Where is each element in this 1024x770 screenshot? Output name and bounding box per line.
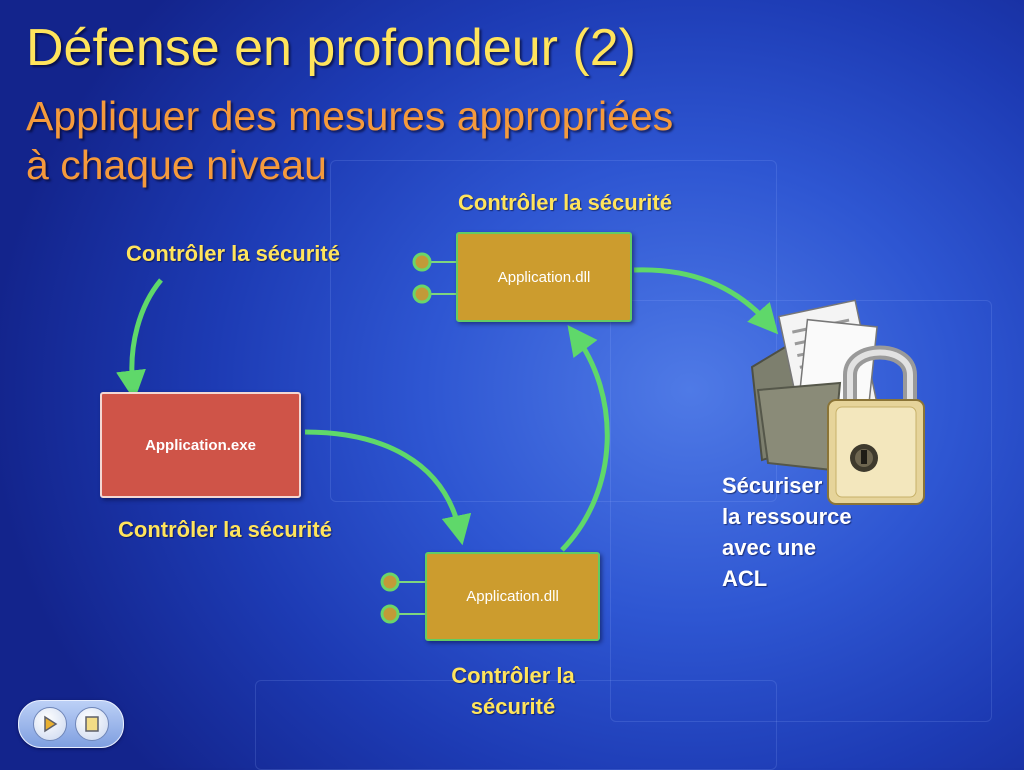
application-dll-top-node: Application.dll	[456, 232, 632, 322]
dll-top-ports	[412, 252, 456, 304]
slide-button[interactable]	[75, 707, 109, 741]
slideshow-navigation	[18, 700, 124, 748]
label-check-middle-left: Contrôler la sécurité	[118, 517, 332, 542]
dll-bottom-ports	[380, 572, 425, 624]
arrow-exe-to-dll-bottom	[304, 429, 472, 546]
resource-line-2: la ressource	[722, 504, 852, 529]
slide-icon	[85, 716, 99, 732]
label-check-top-right: Contrôler la sécurité	[458, 190, 672, 215]
arrow-dll-bottom-to-dll-top	[560, 324, 610, 552]
arrow-dll-top-to-resource	[633, 267, 779, 335]
application-exe-node: Application.exe	[100, 392, 301, 498]
play-button[interactable]	[33, 707, 67, 741]
slide-title: Défense en profondeur (2)	[26, 19, 636, 77]
arrow-check-to-exe	[116, 278, 163, 401]
resource-description: Sécuriser la ressource avec une ACL	[722, 470, 852, 594]
resource-line-4: ACL	[722, 566, 768, 591]
subtitle-line-2: à chaque niveau	[26, 142, 327, 188]
locked-folder-icon	[750, 299, 925, 505]
play-icon	[44, 715, 58, 733]
resource-line-3: avec une	[722, 535, 817, 560]
slide-subtitle: Appliquer des mesures appropriées à chaq…	[26, 92, 926, 190]
label-check-top-left: Contrôler la sécurité	[126, 241, 340, 266]
label-check-bottom: Contrôler la sécurité	[420, 660, 606, 722]
subtitle-line-1: Appliquer des mesures appropriées	[26, 93, 674, 139]
resource-line-1: Sécuriser	[722, 473, 823, 498]
label-check-bottom-line-2: sécurité	[470, 694, 556, 719]
label-check-bottom-line-1: Contrôler la	[451, 663, 575, 688]
application-dll-bottom-node: Application.dll	[425, 552, 600, 641]
background-frame	[610, 300, 992, 722]
